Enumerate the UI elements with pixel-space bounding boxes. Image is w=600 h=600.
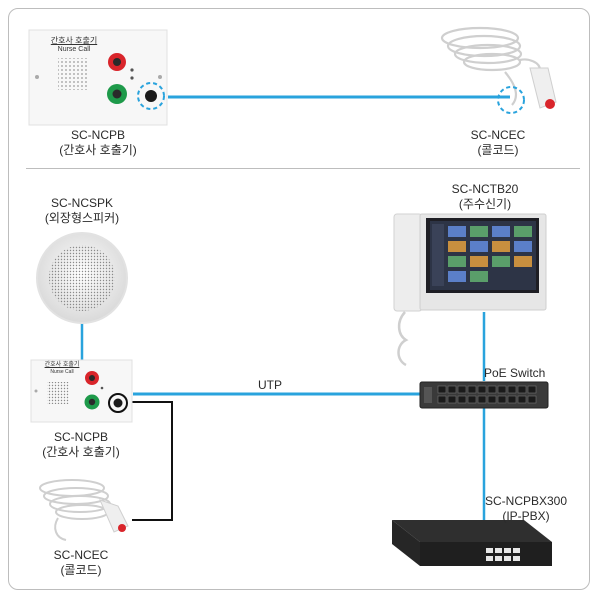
ip-pbx-ports [486, 548, 520, 561]
master-desc: (주수신기) [458, 197, 512, 211]
label-top-panel: SC-NCPB (간호사 호출기) [48, 128, 148, 158]
bottom-nurse-call-panel [30, 359, 133, 423]
label-switch: PoE Switch [484, 366, 550, 381]
label-bottom-cord: SC-NCEC (콜코드) [41, 548, 121, 578]
utp-label: UTP [258, 378, 282, 392]
bottom-panel-model: SC-NCPB [53, 430, 108, 444]
bottom-panel-desc: (간호사 호출기) [42, 445, 120, 459]
master-model: SC-NCTB20 [451, 182, 519, 196]
label-speaker: SC-NCSPK (외장형스피커) [37, 196, 127, 226]
master-station-screen-tiles [448, 226, 532, 282]
top-panel-title: 간호사 호출기 [50, 36, 98, 45]
section-divider [26, 168, 580, 169]
ceiling-speaker [36, 232, 128, 324]
pbx-model: SC-NCPBX300 [484, 494, 568, 508]
bottom-panel-face-text: 간호사 호출기 Nurse Call [40, 362, 84, 376]
top-panel-model: SC-NCPB [70, 128, 125, 142]
label-master: SC-NCTB20 (주수신기) [440, 182, 530, 212]
bottom-cord-model: SC-NCEC [53, 548, 109, 562]
top-cord-model: SC-NCEC [470, 128, 526, 142]
bottom-call-cord-handle [99, 499, 129, 533]
top-cord-desc: (콜코드) [477, 143, 519, 157]
label-pbx: SC-NCPBX300 (IP-PBX) [478, 494, 574, 524]
bottom-cord-desc: (콜코드) [60, 563, 102, 577]
speaker-model: SC-NCSPK [50, 196, 113, 210]
diagram-frame [8, 8, 590, 590]
speaker-desc: (외장형스피커) [44, 211, 120, 225]
master-station [393, 213, 547, 367]
top-panel-subtitle: Nurse Call [57, 46, 91, 53]
bottom-panel-subtitle: Nurse Call [50, 369, 74, 375]
top-call-cord-handle [497, 67, 557, 114]
bottom-call-cord [39, 479, 111, 541]
bottom-panel-title: 간호사 호출기 [44, 362, 80, 368]
poe-switch [419, 381, 549, 409]
poe-switch-ports [437, 385, 537, 404]
top-panel-face-text: 간호사 호출기 Nurse Call [44, 36, 104, 54]
top-nurse-call-panel [28, 29, 168, 126]
label-bottom-panel: SC-NCPB (간호사 호출기) [31, 430, 131, 460]
link-cord-black [116, 401, 173, 521]
label-utp: UTP [250, 378, 290, 393]
ip-pbx [392, 520, 552, 566]
label-top-cord: SC-NCEC (콜코드) [458, 128, 538, 158]
top-call-cord [440, 26, 542, 106]
pbx-desc: (IP-PBX) [502, 509, 550, 523]
switch-label: PoE Switch [484, 366, 546, 380]
top-panel-desc: (간호사 호출기) [59, 143, 137, 157]
